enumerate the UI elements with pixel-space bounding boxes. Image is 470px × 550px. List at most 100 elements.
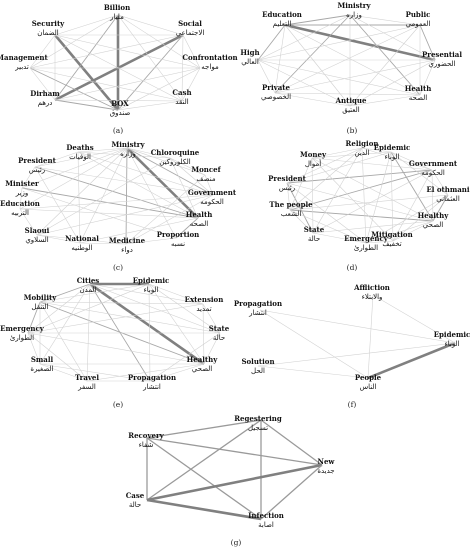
panel-caption: (g)	[231, 538, 242, 547]
node-label-en: Healthy	[418, 211, 450, 220]
graph-edge	[34, 151, 79, 168]
graph-edge	[54, 14, 119, 36]
graph-edge	[86, 363, 205, 382]
node-label-ar: التربيه	[11, 209, 29, 217]
node-label-en: Emergency	[344, 234, 389, 243]
node-label-ar: النقد	[175, 98, 188, 106]
graph-edge	[259, 309, 456, 344]
node-label-en: Government	[409, 159, 458, 168]
node-label-en: Education	[262, 10, 302, 19]
graph-edge	[79, 217, 199, 244]
graph-edge	[149, 363, 205, 382]
node-label-ar: حالة	[213, 334, 225, 342]
graph-edge	[126, 147, 206, 176]
graph-edge	[390, 151, 434, 222]
graph-edge	[29, 67, 56, 101]
graph-edge	[311, 157, 434, 222]
node-label-en: Billion	[104, 3, 130, 12]
node-label-en: Emergency	[0, 324, 45, 333]
node-label-en: Social	[178, 19, 202, 28]
node-label-ar: حالة	[129, 501, 141, 509]
panel-caption: (c)	[113, 263, 123, 272]
node-label-ar: شفاء	[139, 441, 154, 449]
node-label-ar: تخفيف	[382, 240, 401, 248]
graph-edge	[365, 240, 394, 244]
graph-edge	[286, 147, 363, 184]
graph-edge	[146, 419, 262, 501]
node-label-en: Propagation	[234, 299, 282, 308]
graph-edge	[117, 67, 201, 111]
graph-edge	[146, 437, 262, 520]
node-label-ar: العتيق	[342, 106, 360, 114]
node-label-en: Health	[405, 84, 432, 93]
graph-edge	[19, 208, 38, 236]
node-label-ar: المدن	[80, 286, 97, 294]
graph-edge	[126, 147, 171, 159]
graph-edge	[419, 24, 436, 61]
graph-edge	[259, 309, 369, 379]
edges	[27, 282, 221, 382]
node-label-en: Epidemic	[133, 276, 170, 285]
graph-edge	[367, 341, 456, 380]
panel-g: RegesteringتسجيلRecoveryشفاءNewجديدةCase…	[126, 414, 336, 547]
node-label-en: Presential	[422, 50, 462, 59]
graph-edge	[257, 24, 286, 61]
graph-edge	[34, 166, 214, 196]
node-label-en: Cash	[172, 88, 191, 97]
node-label-en: Confrontation	[182, 53, 237, 62]
graph-edge	[146, 419, 262, 439]
graph-edge	[34, 166, 199, 219]
graph-edge	[349, 14, 436, 61]
graph-edge	[77, 151, 171, 159]
graph-edge	[34, 166, 81, 244]
graph-edge	[54, 14, 119, 101]
graph-edge	[361, 147, 433, 171]
node-label-en: The people	[269, 200, 313, 209]
node-label-en: Deaths	[66, 143, 93, 152]
node-label-ar: الصحه	[190, 220, 208, 228]
node-label-ar: أموال	[305, 159, 321, 168]
graph-edge	[126, 147, 177, 239]
node-label-ar: مليار	[109, 13, 124, 21]
graph-edge	[286, 151, 392, 184]
panel-caption: (e)	[113, 400, 123, 409]
graph-edge	[181, 67, 201, 102]
node-label-en: Affliction	[353, 283, 390, 292]
node-label-ar: العثماني	[436, 195, 460, 203]
node-label-en: National	[65, 234, 99, 243]
graph-edge	[257, 59, 276, 94]
graph-edge	[365, 194, 449, 244]
graph-edge	[86, 283, 91, 382]
node-label-en: Healthy	[187, 355, 219, 364]
edges	[146, 419, 323, 521]
node-label-en: Recovery	[128, 431, 164, 440]
panel-f: AfflictionوالابتلاءPropagationانتشارEpid…	[234, 283, 470, 409]
node-label-en: Education	[0, 199, 40, 208]
node-label-en: Religion	[346, 139, 379, 148]
node-label-ar: التعليم	[273, 20, 292, 28]
graph-edge	[392, 220, 434, 242]
node-label-en: Solution	[241, 357, 274, 366]
graph-edge	[289, 147, 363, 211]
graph-edge	[29, 34, 56, 69]
